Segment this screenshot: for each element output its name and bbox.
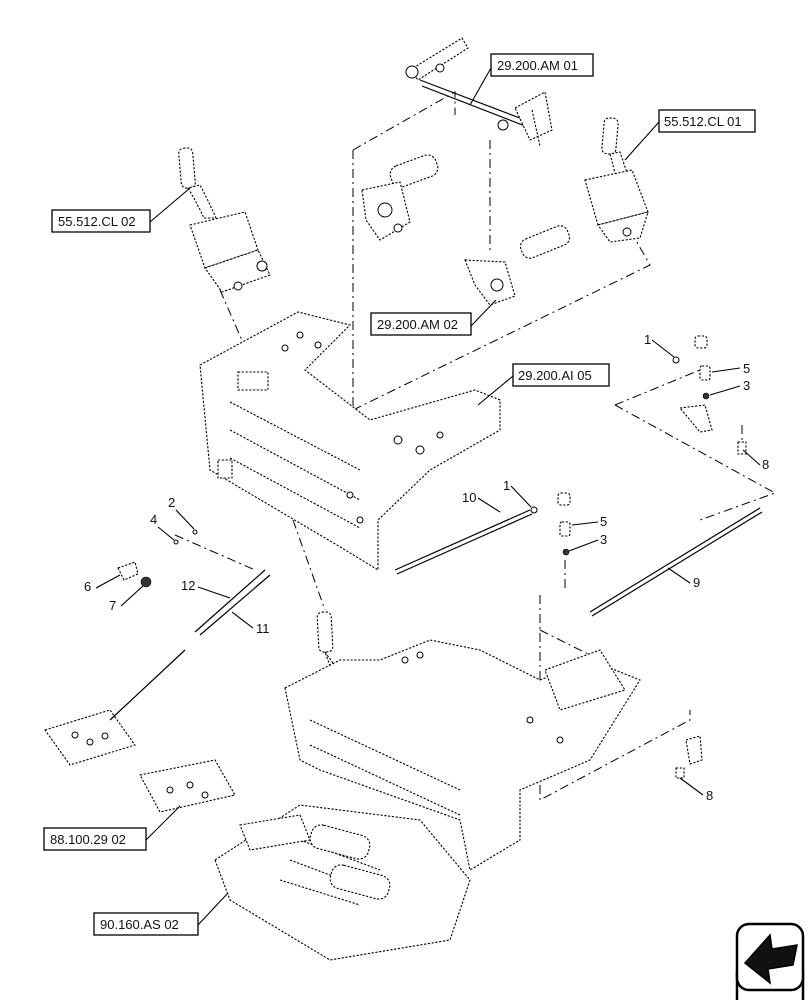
svg-text:88.100.29 02: 88.100.29 02 [50, 832, 126, 847]
callout-1b: 1 [503, 478, 510, 493]
pedal-assembly [44, 649, 236, 813]
reference-tag-29-200-am-01[interactable]: 29.200.AM 01 [490, 53, 594, 77]
reference-tag-55-512-cl-02[interactable]: 55.512.CL 02 [51, 209, 151, 233]
callout-8b: 8 [706, 788, 713, 803]
part-callouts: 1 5 3 8 10 1 5 3 9 2 4 6 7 12 11 8 [84, 332, 769, 803]
callout-12: 12 [181, 578, 195, 593]
reference-tag-29-200-am-02[interactable]: 29.200.AM 02 [370, 312, 472, 336]
reference-tag-90-160-as-02[interactable]: 90.160.AS 02 [93, 912, 199, 936]
linkage-rod-assembly [405, 37, 553, 147]
floor-base-plate [214, 804, 471, 961]
svg-text:55.512.CL 02: 55.512.CL 02 [58, 214, 136, 229]
callout-2: 2 [168, 495, 175, 510]
callout-5: 5 [743, 361, 750, 376]
fasteners [117, 335, 747, 779]
reference-tag-88-100-29-02[interactable]: 88.100.29 02 [43, 827, 147, 851]
svg-text:29.200.AM 01: 29.200.AM 01 [497, 58, 578, 73]
callout-7: 7 [109, 598, 116, 613]
callout-6: 6 [84, 579, 91, 594]
callout-3b: 3 [600, 532, 607, 547]
callout-11: 11 [256, 621, 270, 636]
back-arrow-icon[interactable] [735, 922, 805, 1005]
control-rods [194, 507, 763, 636]
lower-mounting-frame [284, 639, 641, 871]
callout-8: 8 [762, 457, 769, 472]
gear-shifter-left [178, 147, 271, 293]
svg-text:55.512.CL 01: 55.512.CL 01 [664, 114, 742, 129]
reference-tag-29-200-ai-05[interactable]: 29.200.AI 05 [512, 363, 610, 387]
svg-text:29.200.AM 02: 29.200.AM 02 [377, 317, 458, 332]
callout-3: 3 [743, 378, 750, 393]
assembly-lines [174, 91, 777, 801]
callout-1: 1 [644, 332, 651, 347]
callout-10: 10 [462, 490, 476, 505]
reference-tag-55-512-cl-01[interactable]: 55.512.CL 01 [658, 109, 756, 133]
gear-shifter-right [584, 117, 649, 243]
svg-text:90.160.AS 02: 90.160.AS 02 [100, 917, 179, 932]
callout-5b: 5 [600, 514, 607, 529]
upper-mounting-frame [199, 311, 501, 571]
callout-4: 4 [150, 512, 157, 527]
svg-text:29.200.AI 05: 29.200.AI 05 [518, 368, 592, 383]
hydraulic-actuators [361, 154, 571, 306]
callout-9: 9 [693, 575, 700, 590]
